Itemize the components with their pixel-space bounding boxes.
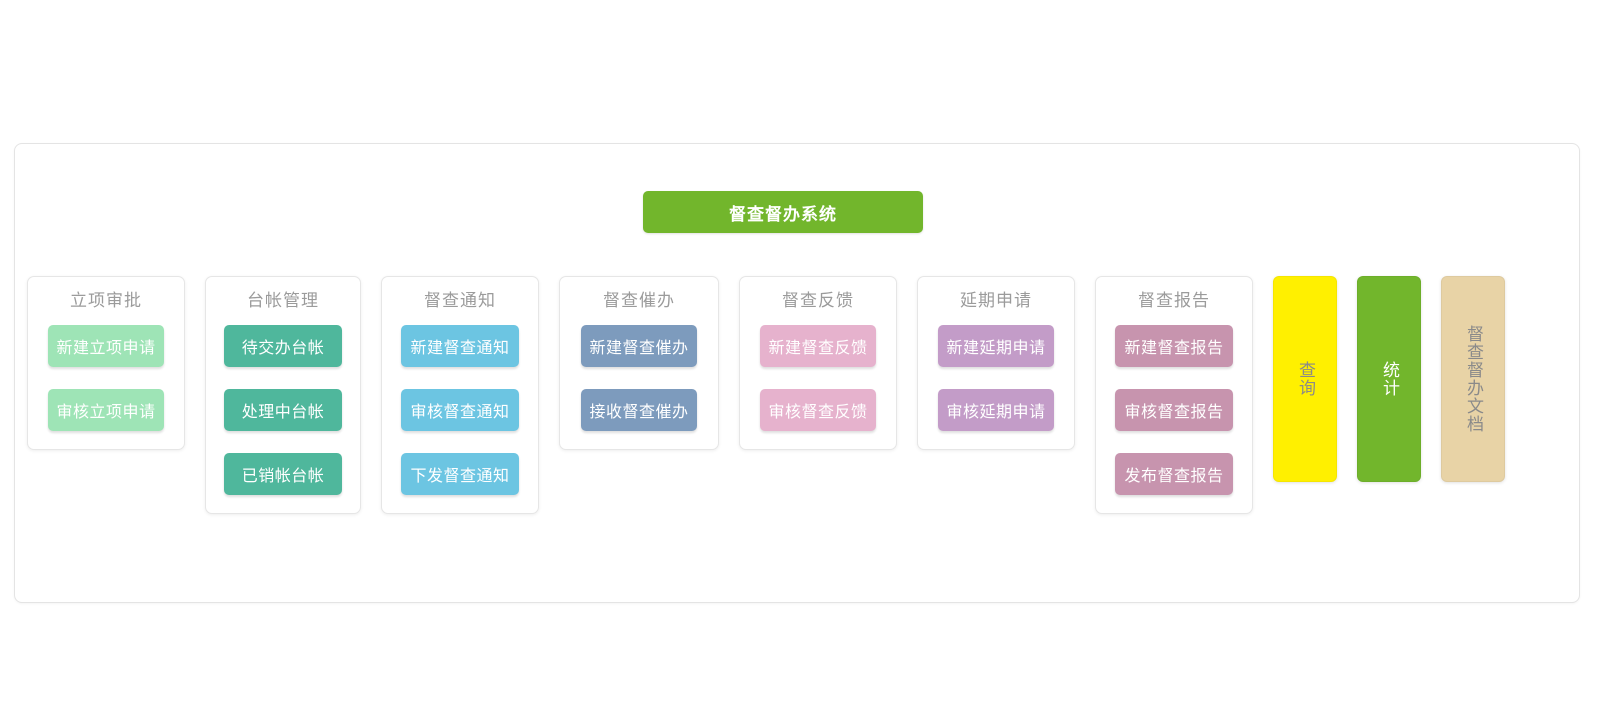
module-panel: 督查报告新建督查报告审核督查报告发布督查报告 <box>1095 276 1253 514</box>
action-button[interactable]: 审核延期申请 <box>938 389 1054 431</box>
panel-title: 立项审批 <box>70 291 142 311</box>
action-button[interactable]: 审核督查报告 <box>1115 389 1233 431</box>
action-button[interactable]: 待交办台帐 <box>224 325 342 367</box>
action-button[interactable]: 新建延期申请 <box>938 325 1054 367</box>
action-button[interactable]: 接收督查催办 <box>581 389 697 431</box>
module-panel: 延期申请新建延期申请审核延期申请 <box>917 276 1075 450</box>
panel-title: 台帐管理 <box>247 291 319 311</box>
module-panel: 台帐管理待交办台帐处理中台帐已销帐台帐 <box>205 276 361 514</box>
panel-title: 督查报告 <box>1138 291 1210 311</box>
module-panel-row: 立项审批新建立项申请审核立项申请台帐管理待交办台帐处理中台帐已销帐台帐督查通知新… <box>27 276 1569 514</box>
action-button[interactable]: 新建督查催办 <box>581 325 697 367</box>
application-frame: 督查督办系统 立项审批新建立项申请审核立项申请台帐管理待交办台帐处理中台帐已销帐… <box>14 143 1580 603</box>
panel-title: 督查通知 <box>424 291 496 311</box>
action-button[interactable]: 新建立项申请 <box>48 325 164 367</box>
module-panel: 督查催办新建督查催办接收督查催办 <box>559 276 719 450</box>
action-button[interactable]: 发布督查报告 <box>1115 453 1233 495</box>
module-panel: 督查反馈新建督查反馈审核督查反馈 <box>739 276 897 450</box>
module-panel: 督查通知新建督查通知审核督查通知下发督查通知 <box>381 276 539 514</box>
action-button[interactable]: 新建督查反馈 <box>760 325 876 367</box>
system-title-banner: 督查督办系统 <box>643 191 923 233</box>
action-button[interactable]: 审核督查通知 <box>401 389 519 431</box>
action-button[interactable]: 处理中台帐 <box>224 389 342 431</box>
side-tab[interactable]: 查询 <box>1273 276 1337 482</box>
side-tab[interactable]: 统计 <box>1357 276 1421 482</box>
side-tab[interactable]: 督查督办文档 <box>1441 276 1505 482</box>
action-button[interactable]: 新建督查通知 <box>401 325 519 367</box>
action-button[interactable]: 审核立项申请 <box>48 389 164 431</box>
action-button[interactable]: 审核督查反馈 <box>760 389 876 431</box>
panel-title: 督查反馈 <box>782 291 854 311</box>
action-button[interactable]: 已销帐台帐 <box>224 453 342 495</box>
panel-title: 延期申请 <box>960 291 1032 311</box>
panel-title: 督查催办 <box>603 291 675 311</box>
module-panel: 立项审批新建立项申请审核立项申请 <box>27 276 185 450</box>
action-button[interactable]: 新建督查报告 <box>1115 325 1233 367</box>
action-button[interactable]: 下发督查通知 <box>401 453 519 495</box>
